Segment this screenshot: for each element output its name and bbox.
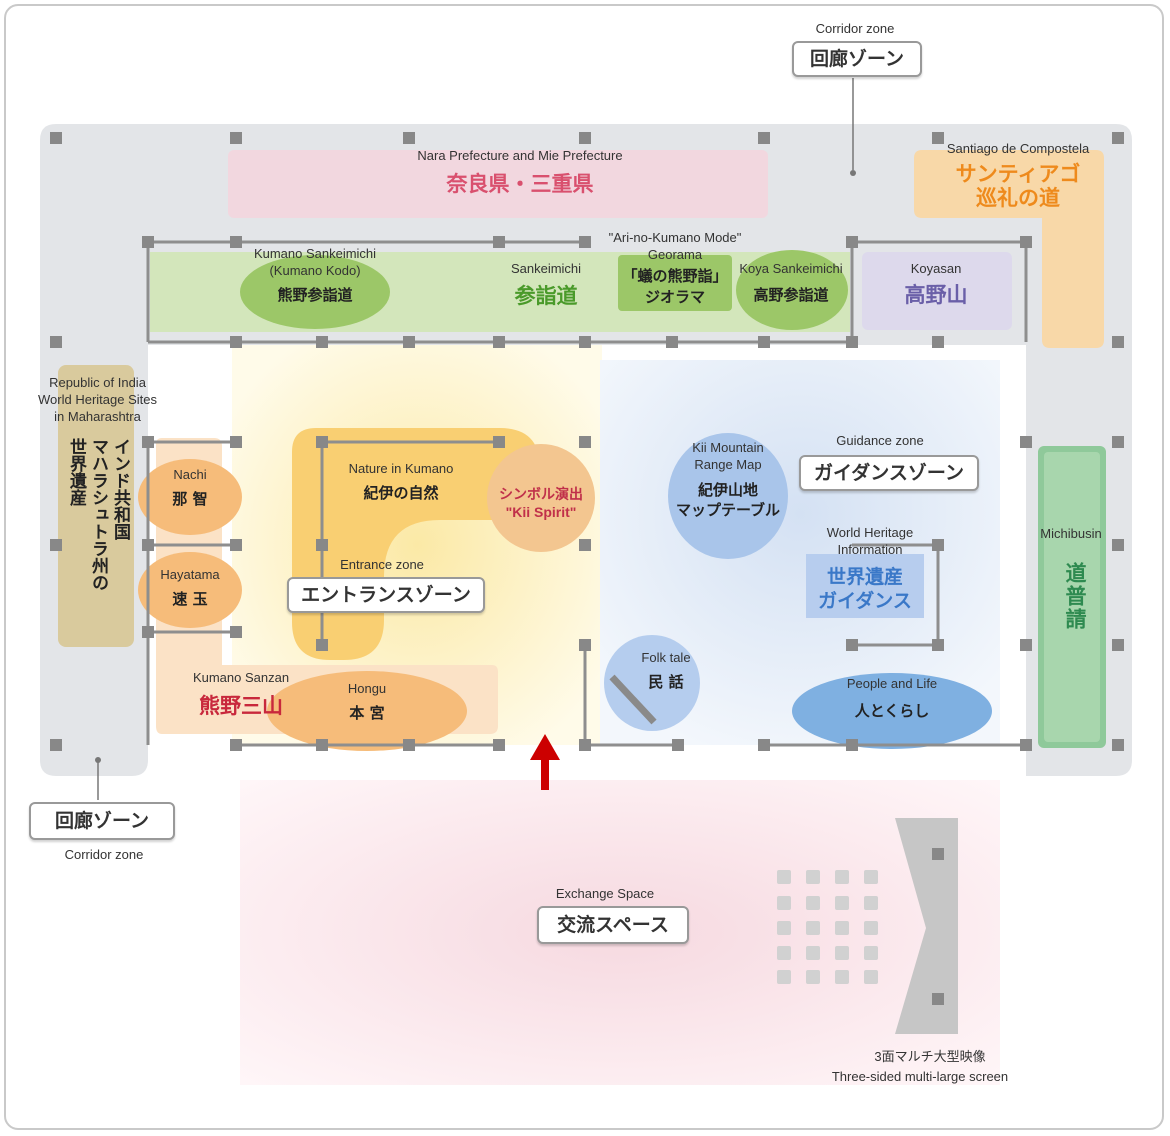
folk-area xyxy=(604,635,700,731)
india-en1: Republic of India xyxy=(49,375,146,390)
symbol-jp: シンボル演出 xyxy=(499,486,583,502)
nachi-en: Nachi xyxy=(173,467,207,482)
sankeimichi-jp: 参詣道 xyxy=(514,284,578,308)
michibusin-jp: 道普請 xyxy=(1063,562,1087,631)
symbol-en: "Kii Spirit" xyxy=(505,504,577,520)
diorama-en2: Georama xyxy=(647,247,703,262)
wh-info-area xyxy=(806,554,924,618)
kumano-kodo-en1: Kumano Sankeimichi xyxy=(253,246,377,261)
koyasan-area xyxy=(862,252,1012,330)
india-jp-col3: 世界遺産 xyxy=(66,438,86,506)
india-jp-col2: マハラシュトラ州の xyxy=(88,438,108,591)
entrance-en: Entrance zone xyxy=(340,557,424,572)
hayatama-en: Hayatama xyxy=(160,567,220,582)
people-en: People and Life xyxy=(846,676,938,691)
wh-info-en2: Information xyxy=(837,542,903,557)
exchange-en: Exchange Space xyxy=(555,886,655,901)
people-jp: 人とくらし xyxy=(854,702,930,720)
nachi-jp: 那 智 xyxy=(172,490,208,508)
diorama-jp1: 「蟻の熊野詣」 xyxy=(622,267,728,285)
people-area xyxy=(792,673,992,749)
kii-map-en1: Kii Mountain xyxy=(692,440,764,455)
hayatama-area xyxy=(138,552,242,628)
nara-en: Nara Prefecture and Mie Prefecture xyxy=(417,148,623,163)
santiago-jp2: 巡礼の道 xyxy=(976,186,1060,210)
seating-grid xyxy=(777,870,878,984)
diorama-jp2: ジオラマ xyxy=(644,288,705,306)
hongu-area xyxy=(267,671,467,751)
india-en3: in Maharashtra xyxy=(54,409,141,424)
wh-info-jp2: ガイダンス xyxy=(818,591,912,612)
hongu-en: Hongu xyxy=(347,681,387,696)
wh-info-jp1: 世界遺産 xyxy=(826,567,903,588)
corridor-top-label: 回廊ゾーン xyxy=(792,41,922,77)
three-sided-screen xyxy=(895,818,958,1034)
symbol-area xyxy=(487,444,595,552)
corridor-top-en: Corridor zone xyxy=(815,21,895,36)
nature-jp: 紀伊の自然 xyxy=(363,484,439,502)
india-jp-col1: インド共和国 xyxy=(110,438,130,540)
sankeimichi-en: Sankeimichi xyxy=(510,261,582,276)
folk-divider xyxy=(609,674,657,725)
kumano-sanzan-jp: 熊野三山 xyxy=(199,694,283,718)
michibusin-en: Michibusin xyxy=(1040,526,1102,541)
kii-map-area xyxy=(668,433,788,559)
koya-sankei-jp: 高野参詣道 xyxy=(753,286,829,304)
hayatama-jp: 速 玉 xyxy=(172,590,208,608)
guidance-label: ガイダンスゾーン xyxy=(799,455,979,491)
corridor-bottom-en: Corridor zone xyxy=(64,847,144,862)
kii-map-en2: Range Map xyxy=(694,457,762,472)
nara-area xyxy=(228,150,768,218)
india-en2: World Heritage Sites xyxy=(38,392,157,407)
kumano-kodo-en2: (Kumano Kodo) xyxy=(269,263,361,278)
wh-info-en1: World Heritage xyxy=(826,525,914,540)
kii-map-jp2: マップテーブル xyxy=(675,501,781,519)
diorama-en1: "Ari-no-Kumano Mode" xyxy=(608,230,742,245)
kumano-kodo-jp: 熊野参詣道 xyxy=(277,286,353,304)
koya-sankei-area xyxy=(736,250,848,330)
kumano-sanzan-en: Kumano Sanzan xyxy=(192,670,290,685)
kii-map-jp1: 紀伊山地 xyxy=(697,481,758,499)
screen-jp: 3面マルチ大型映像 xyxy=(874,1049,986,1064)
koya-sankei-en: Koya Sankeimichi xyxy=(739,261,843,276)
folk-jp: 民 話 xyxy=(648,673,684,691)
nachi-area xyxy=(138,459,242,535)
screen-en: Three-sided multi-large screen xyxy=(831,1069,1009,1084)
folk-en: Folk tale xyxy=(641,650,691,665)
koyasan-jp: 高野山 xyxy=(904,283,968,307)
santiago-jp1: サンティアゴ xyxy=(955,162,1081,186)
hongu-jp: 本 宮 xyxy=(349,704,385,722)
exchange-label: 交流スペース xyxy=(537,906,689,944)
santiago-en: Santiago de Compostela xyxy=(946,141,1090,156)
santiago-area xyxy=(914,150,1104,348)
guidance-en: Guidance zone xyxy=(836,433,924,448)
nature-en: Nature in Kumano xyxy=(348,461,454,476)
koyasan-en: Koyasan xyxy=(910,261,962,276)
corridor-bottom-label: 回廊ゾーン xyxy=(29,802,175,840)
india-area xyxy=(58,365,134,647)
entrance-label: エントランスゾーン xyxy=(287,577,485,613)
nara-jp: 奈良県・三重県 xyxy=(446,172,594,196)
kumano-kodo-area xyxy=(240,255,390,329)
diorama-area xyxy=(618,255,732,311)
